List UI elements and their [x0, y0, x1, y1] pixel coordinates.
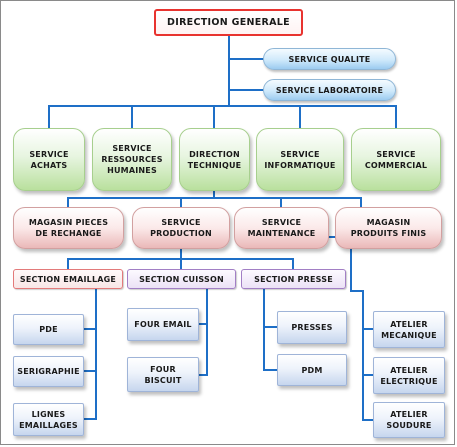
node-pdm: PDM: [277, 354, 347, 386]
node-service-commercial: SERVICE COMMERCIAL: [351, 128, 441, 191]
node-section-cuisson: SECTION CUISSON: [127, 269, 236, 289]
node-section-presse: SECTION PRESSE: [241, 269, 346, 289]
node-service-production: SERVICE PRODUCTION: [132, 207, 230, 249]
node-lignes-emaillages: LIGNES EMAILLAGES: [13, 403, 84, 436]
node-service-achats: SERVICE ACHATS: [13, 128, 85, 191]
node-atelier-electrique: ATELIER ELECTRIQUE: [373, 357, 445, 394]
node-section-emaillage: SECTION EMAILLAGE: [13, 269, 123, 289]
node-service-maintenance: SERVICE MAINTENANCE: [234, 207, 329, 249]
node-magasin-pieces-de-rechange: MAGASIN PIECES DE RECHANGE: [13, 207, 124, 249]
node-four-email: FOUR EMAIL: [127, 308, 199, 341]
node-atelier-soudure: ATELIER SOUDURE: [373, 402, 445, 438]
node-service-laboratoire: SERVICE LABORATOIRE: [263, 79, 396, 101]
node-presses: PRESSES: [277, 311, 347, 344]
node-pde: PDE: [13, 314, 84, 345]
node-direction-generale: DIRECTION GENERALE: [154, 9, 303, 36]
node-serigraphie: SERIGRAPHIE: [13, 356, 84, 387]
node-atelier-mecanique: ATELIER MECANIQUE: [373, 311, 445, 348]
node-service-qualite: SERVICE QUALITE: [263, 48, 396, 70]
node-magasin-produits-finis: MAGASIN PRODUITS FINIS: [335, 207, 442, 249]
node-direction-technique: DIRECTION TECHNIQUE: [179, 128, 250, 191]
node-service-ressources-humaines: SERVICE RESSOURCES HUMAINES: [92, 128, 172, 191]
node-service-informatique: SERVICE INFORMATIQUE: [256, 128, 344, 191]
node-four-biscuit: FOUR BISCUIT: [127, 357, 199, 392]
